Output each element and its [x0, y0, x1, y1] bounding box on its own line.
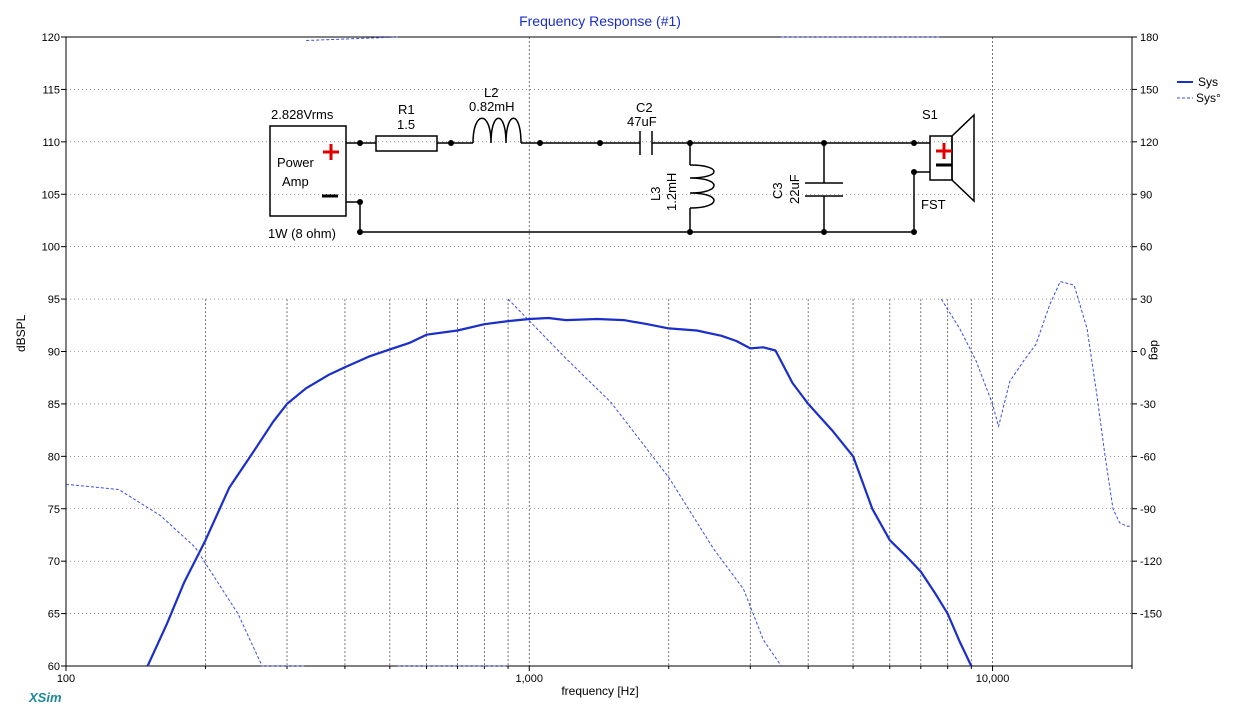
y-tick-label: 120 — [42, 32, 60, 44]
y-tick-label: 70 — [48, 556, 60, 568]
wire-ground — [346, 172, 915, 233]
junction-dots — [357, 140, 917, 235]
y2-tick-label: -150 — [1140, 609, 1162, 621]
series-line-sys — [146, 316, 973, 667]
xsim-logo: XSim — [29, 690, 62, 705]
l2-name: L2 — [484, 85, 499, 100]
c2-name: C2 — [636, 100, 653, 115]
y-tick-label: 100 — [42, 242, 60, 254]
y2-tick-label: 60 — [1140, 242, 1152, 254]
y2-tick-label: 0 — [1140, 347, 1146, 359]
r1-value: 1.5 — [397, 117, 416, 132]
speaker-magnet — [929, 135, 953, 181]
inductor-l2 — [472, 117, 522, 144]
l2-value: 0.82mH — [469, 99, 515, 114]
c3-value: 22uF — [787, 174, 802, 204]
c2-value: 47uF — [627, 114, 657, 129]
y2-tick-label: 180 — [1140, 32, 1158, 44]
axis-ticks — [61, 36, 1137, 671]
y2-tick-label: -120 — [1140, 556, 1162, 568]
legend-label-sys-phase: Sys° — [1196, 91, 1221, 105]
speaker-model: FST — [921, 197, 946, 212]
l3-value: 1.2mH — [664, 172, 679, 211]
legend — [1177, 81, 1193, 99]
y-tick-label: 115 — [42, 84, 60, 96]
x-tick-label: 100 — [57, 673, 75, 685]
crossover-schematic — [269, 113, 975, 235]
y2-tick-label: 90 — [1140, 189, 1152, 201]
amp-label-line2: Amp — [282, 174, 309, 189]
load-label: 1W (8 ohm) — [268, 226, 336, 241]
chart-title: Frequency Response (#1) — [519, 13, 681, 29]
y-axis-label: dBSPL — [14, 314, 28, 352]
plus-icon — [323, 144, 339, 160]
r1-name: R1 — [398, 102, 415, 117]
l3-name: L3 — [648, 186, 663, 201]
series-line-sys-phase — [65, 36, 1132, 667]
y-tick-label: 85 — [48, 399, 60, 411]
y2-tick-label: 150 — [1140, 84, 1158, 96]
c3-name: C3 — [770, 182, 785, 199]
speaker-plus-icon — [936, 143, 952, 159]
speaker-name: S1 — [922, 107, 938, 122]
speaker-cone — [951, 113, 975, 203]
resistor-r1 — [375, 135, 438, 152]
tick-labels: 120 115 110 105 100 95 90 85 80 75 70 65 60 180 150 120… — [42, 32, 1162, 685]
y-tick-label: 105 — [42, 189, 60, 201]
y-tick-label: 80 — [48, 451, 60, 463]
y2-axis-label: deg — [1148, 340, 1162, 361]
y-tick-label: 65 — [48, 609, 60, 621]
legend-label-sys: Sys — [1198, 75, 1219, 89]
y-tick-label: 95 — [48, 294, 60, 306]
source-voltage-label: 2.828Vrms — [271, 107, 334, 122]
series-layer — [65, 36, 1132, 667]
y-tick-label: 110 — [42, 137, 60, 149]
grid-lines — [66, 37, 1132, 666]
amp-label-line1: Power — [277, 155, 314, 170]
x-tick-label: 1,000 — [516, 673, 544, 685]
power-amp-box — [269, 125, 347, 217]
x-tick-label: 10,000 — [976, 673, 1010, 685]
y2-tick-label: 30 — [1140, 294, 1152, 306]
y2-tick-label: 120 — [1140, 137, 1158, 149]
y2-tick-label: -90 — [1140, 504, 1156, 516]
inductor-l3 — [689, 164, 715, 209]
x-axis-label: frequency [Hz] — [561, 684, 639, 698]
y2-tick-label: -30 — [1140, 399, 1156, 411]
y-tick-label: 60 — [48, 661, 60, 673]
y2-tick-label: -60 — [1140, 451, 1156, 463]
y-tick-label: 75 — [48, 504, 60, 516]
plot-frame — [65, 36, 1133, 667]
y-tick-label: 90 — [48, 347, 60, 359]
